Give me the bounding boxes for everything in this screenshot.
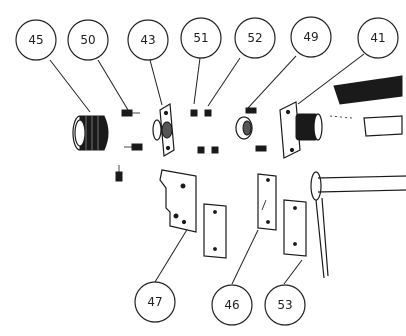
part-50-screws: [115, 109, 143, 182]
callout-51: 51: [180, 17, 222, 59]
leader-50: [97, 59, 129, 111]
part-45-knob: [72, 115, 109, 151]
callout-52-label: 52: [247, 31, 262, 45]
callout-53: 53: [264, 284, 306, 326]
leader-53: [283, 259, 303, 285]
part-46-plate: [257, 173, 277, 231]
leader-47: [154, 227, 189, 283]
callout-46: 46: [211, 284, 253, 326]
callout-53-label: 53: [277, 298, 292, 312]
leader-52: [207, 57, 241, 107]
part-43-flange: [152, 102, 175, 158]
part-47-bracket: [159, 169, 197, 233]
part-41-housing: [279, 75, 403, 159]
callout-49: 49: [290, 16, 332, 58]
part-plate-left: [203, 203, 227, 259]
part-52-nuts: [204, 109, 219, 154]
leader-49: [247, 55, 297, 109]
callout-41-label: 41: [370, 31, 385, 45]
callout-52: 52: [234, 17, 276, 59]
callout-46-label: 46: [224, 298, 239, 312]
callout-43: 43: [127, 19, 169, 61]
part-51-nuts: [190, 109, 205, 154]
leader-46: [231, 229, 259, 285]
callout-45-label: 45: [28, 33, 43, 47]
callout-45: 45: [15, 19, 57, 61]
callout-41: 41: [357, 17, 399, 59]
leader-51: [193, 57, 201, 105]
callout-43-label: 43: [140, 33, 155, 47]
callout-51-label: 51: [193, 31, 208, 45]
leader-41: [297, 53, 365, 105]
callout-50: 50: [67, 19, 109, 61]
callout-49-label: 49: [303, 30, 318, 44]
leader-43: [149, 59, 163, 106]
leader-45: [49, 59, 91, 113]
callout-47-label: 47: [147, 295, 162, 309]
callout-50-label: 50: [80, 33, 95, 47]
part-53-plate: [283, 171, 406, 279]
leader-lines: [49, 53, 365, 285]
callout-47: 47: [134, 281, 176, 323]
part-49-collar: [235, 107, 267, 152]
